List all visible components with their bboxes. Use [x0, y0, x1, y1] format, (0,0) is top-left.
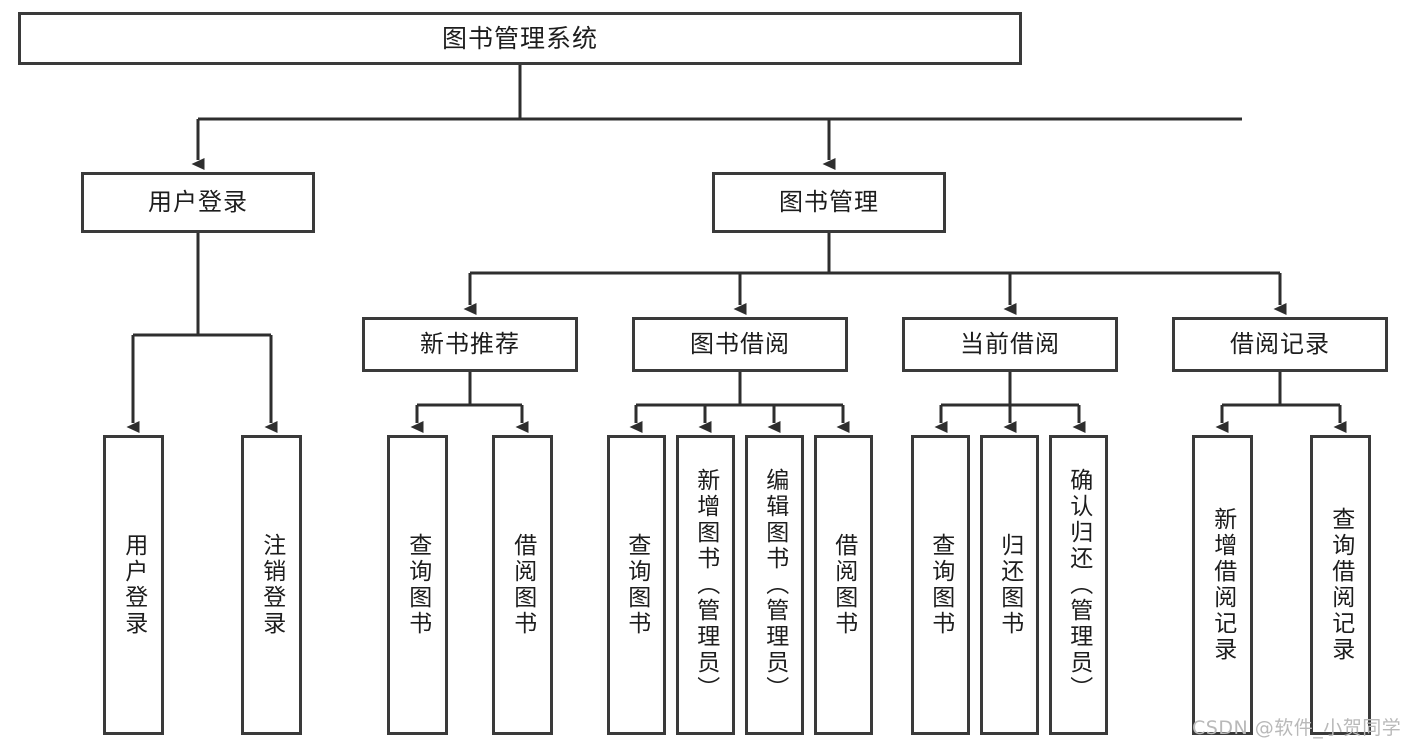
- leaf-logout[interactable]: 注销登录: [241, 435, 302, 735]
- leaf-bb-query-book[interactable]: 查询图书: [607, 435, 666, 735]
- leaf-bb-borrow-book[interactable]: 借阅图书: [814, 435, 873, 735]
- leaf-nbr-borrow-book[interactable]: 借阅图书: [492, 435, 553, 735]
- leaf-bb-edit-book-admin[interactable]: 编辑图书（管理员）: [745, 435, 804, 735]
- leaf-user-login[interactable]: 用户登录: [103, 435, 164, 735]
- leaf-bb-add-book-admin[interactable]: 新增图书（管理员）: [676, 435, 735, 735]
- leaf-cb-confirm-return-admin[interactable]: 确认归还（管理员）: [1049, 435, 1108, 735]
- node-user-login[interactable]: 用户登录: [81, 172, 315, 233]
- leaf-cb-return-book[interactable]: 归还图书: [980, 435, 1039, 735]
- leaf-cb-query-book[interactable]: 查询图书: [911, 435, 970, 735]
- leaf-br-query-record[interactable]: 查询借阅记录: [1310, 435, 1371, 735]
- node-current-borrow[interactable]: 当前借阅: [902, 317, 1118, 372]
- watermark-text: CSDN @软件_小贺同学: [1192, 717, 1402, 739]
- node-book-manage[interactable]: 图书管理: [712, 172, 946, 233]
- leaf-nbr-query-book[interactable]: 查询图书: [387, 435, 448, 735]
- node-borrow-record[interactable]: 借阅记录: [1172, 317, 1388, 372]
- node-new-book-recommend[interactable]: 新书推荐: [362, 317, 578, 372]
- leaf-br-add-record[interactable]: 新增借阅记录: [1192, 435, 1253, 735]
- node-root[interactable]: 图书管理系统: [18, 12, 1022, 65]
- node-book-borrow[interactable]: 图书借阅: [632, 317, 848, 372]
